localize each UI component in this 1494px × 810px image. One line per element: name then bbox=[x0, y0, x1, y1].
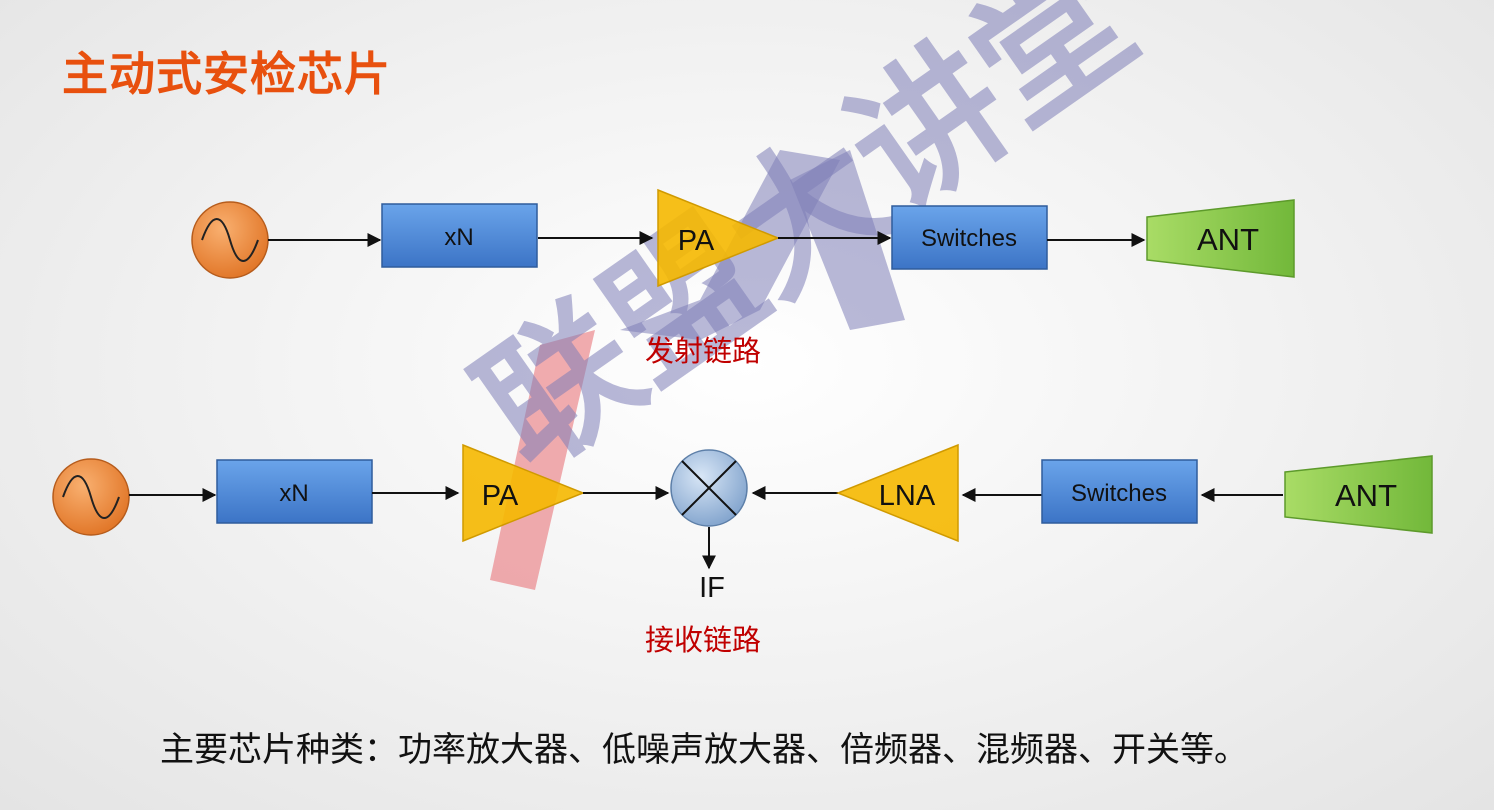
page-title: 主动式安检芯片 bbox=[62, 47, 391, 101]
rx-switches-label: Switches bbox=[1071, 480, 1167, 507]
rx-antenna-label: ANT bbox=[1335, 478, 1397, 513]
tx-chain-label: 发射链路 bbox=[645, 334, 762, 368]
tx-multiplier-block: xN bbox=[381, 203, 538, 268]
rx-mixer bbox=[670, 449, 748, 527]
rx-multiplier-label: xN bbox=[279, 480, 308, 507]
tx-oscillator bbox=[191, 201, 269, 279]
rx-if-label: IF bbox=[699, 572, 725, 604]
tx-antenna-label: ANT bbox=[1197, 222, 1259, 257]
tx-multiplier-label: xN bbox=[444, 224, 473, 251]
rx-multiplier-block: xN bbox=[216, 459, 373, 524]
tx-switches-block: Switches bbox=[891, 205, 1048, 270]
rx-antenna: ANT bbox=[1284, 455, 1433, 534]
rx-switches-block: Switches bbox=[1041, 459, 1198, 524]
rx-pa-triangle: PA bbox=[462, 443, 586, 543]
rx-lna-triangle: LNA bbox=[835, 443, 959, 543]
tx-switches-label: Switches bbox=[921, 225, 1017, 252]
rx-pa-label: PA bbox=[482, 480, 519, 512]
tx-antenna: ANT bbox=[1146, 199, 1295, 278]
tx-pa-triangle: PA bbox=[657, 188, 781, 288]
tx-pa-label: PA bbox=[678, 225, 715, 257]
footer-summary: 主要芯片种类：功率放大器、低噪声放大器、倍频器、混频器、开关等。 bbox=[160, 730, 1248, 770]
rx-oscillator bbox=[52, 458, 130, 536]
rx-lna-label: LNA bbox=[879, 480, 936, 512]
rx-chain-label: 接收链路 bbox=[645, 623, 762, 657]
